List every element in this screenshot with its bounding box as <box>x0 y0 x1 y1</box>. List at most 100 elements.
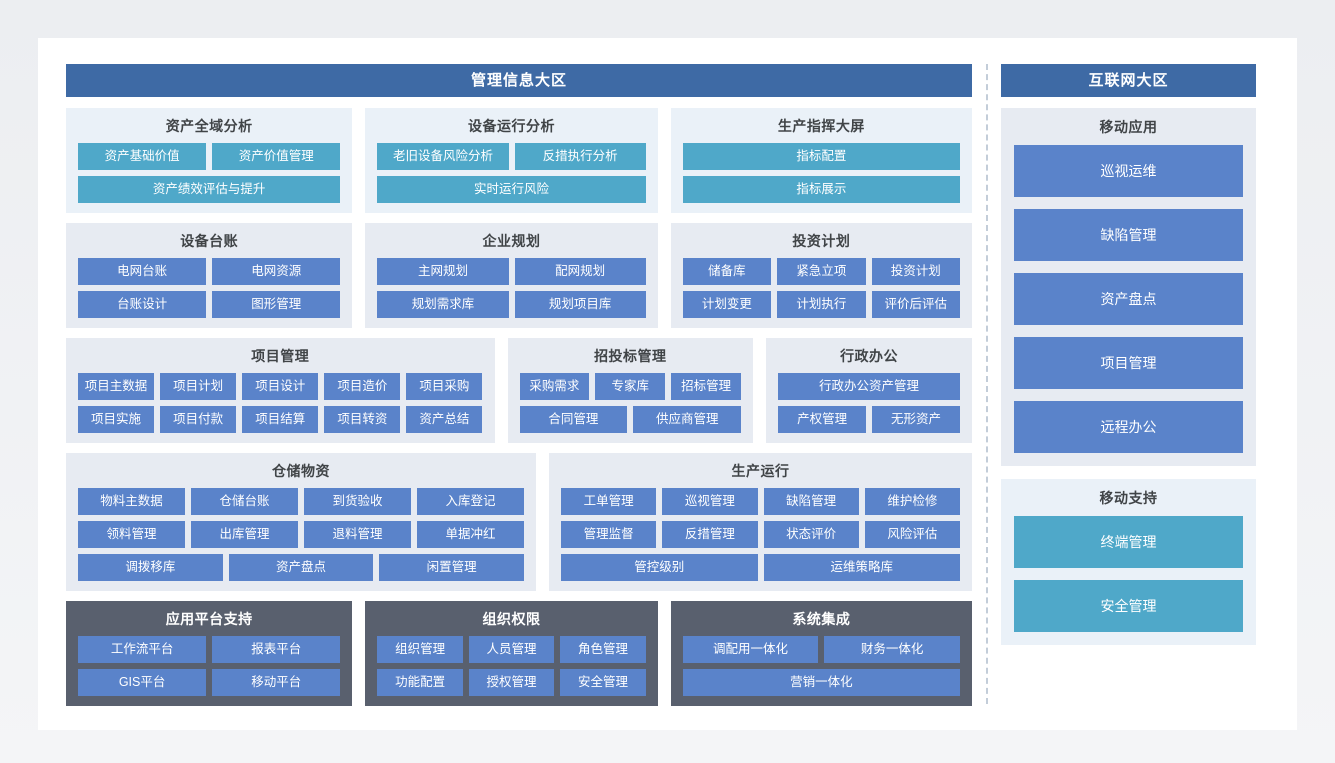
module-tile-gfxkhl3ioj[interactable]: 储备库 <box>682 258 772 285</box>
module-tile-ggkwrvqrlqrkx[interactable]: 台账设计 <box>78 291 207 318</box>
module-tile-gg6yiojof5mx2[interactable]: 出库管理 <box>191 521 298 548</box>
tile-row: 电网台账电网资源 <box>78 258 341 285</box>
module-tile-ggjxjoqjfrqx8g7akgg[interactable]: 反措执行分析 <box>514 143 646 170</box>
module-tile-gpa9k4nrlqhl3u6mtplg7akgg[interactable]: 老旧设备风险分析 <box>377 143 509 170</box>
module-tile-gfjugnsof5mx2[interactable]: 人员管理 <box>468 636 555 663</box>
module-tile-gu49nhqrkxg7m[interactable]: 项目计划 <box>160 373 237 400</box>
module-tile-gk4giuarwkfjb[interactable]: 无形资产 <box>872 406 960 433</box>
tile-row: 资产基础价值资产价值管理 <box>78 143 341 170</box>
module-tile-gjnskebof5mx2[interactable]: 授权管理 <box>468 669 555 696</box>
module-tile-grnnsp9n54feofo3geu[interactable]: 调配用一体化 <box>682 636 819 663</box>
tile-grid: 资产基础价值资产价值管理资产绩效评估与提升 <box>78 143 341 203</box>
module-tile-gu49nhqsgwflj[interactable]: 项目造价 <box>324 373 401 400</box>
module-tile-gi2xg2wof5mx2[interactable]: 安全管理 <box>1014 580 1243 632</box>
group-panel-gu49nhqof5mx2: 项目管理项目主数据项目计划项目设计项目造价项目采购项目实施项目付款项目结算项目转… <box>66 338 495 443</box>
tile-row: 管理监督反措管理状态评价风险评估 <box>561 521 960 548</box>
module-tile-gopzizpo97u49[interactable]: 紧急立项 <box>777 258 866 285</box>
module-tile-ggbjph9sp9p66[interactable]: 功能配置 <box>377 669 463 696</box>
module-tile-gjh1rwkrkxg7m[interactable]: 投资计划 <box>871 258 960 285</box>
module-tile-grvmgblfeofo3geu[interactable]: 财务一体化 <box>824 636 960 663</box>
module-tile-gfq3iokgueof5mx2[interactable]: 供应商管理 <box>633 406 742 433</box>
module-tile-gu49nhqssnrvx[interactable]: 项目采购 <box>406 373 483 400</box>
module-tile-grkxg7mjfrqx8[interactable]: 计划执行 <box>777 291 866 318</box>
group-title: 设备台账 <box>180 233 239 249</box>
module-tile-gn5hp5dgkwrvq[interactable]: 电网台账 <box>78 258 207 285</box>
module-tile-gg8grvruj0jzq[interactable]: 到货验收 <box>304 488 411 515</box>
tile-row: 管控级别运维策略库 <box>561 554 960 581</box>
module-tile-g1z212binngkw[interactable]: GIS平台 <box>78 669 207 696</box>
module-tile-gjizkjrof5mx2[interactable]: 招标管理 <box>671 373 742 400</box>
module-tile-gg2tiojnejrlc[interactable]: 入库登记 <box>417 488 524 515</box>
module-tile-gggljn2g4yp0i[interactable]: 单据冲红 <box>417 521 524 548</box>
module-tile-gu49nhqi3ik3h[interactable]: 项目实施 <box>78 406 155 433</box>
module-tile-grwkfjbfljfukof5mx2[interactable]: 资产价值管理 <box>212 143 341 170</box>
module-tile-gq3ptfkfeofo3geu[interactable]: 营销一体化 <box>682 669 960 696</box>
group-row: 仓储物资物料主数据仓储台账到货验收入库登记领料管理出库管理退料管理单据冲红调拨移… <box>66 453 972 591</box>
group-panel-gn4vfjbseoqx8: 生产运行工单管理巡视管理缺陷管理维护检修管理监督反措管理状态评价风险评估管控级别… <box>549 453 972 591</box>
module-tile-gff7i46ioj[interactable]: 专家库 <box>595 373 666 400</box>
module-tile-gfgbp5dr7og7m[interactable]: 主网规划 <box>377 258 509 285</box>
module-tile-gr82prmof5mx2[interactable]: 角色管理 <box>560 636 646 663</box>
module-tile-go3fgbsinngkw[interactable]: 移动平台 <box>212 669 341 696</box>
module-tile-grlwfljglqrlwfn4[interactable]: 评价后评估 <box>871 291 960 318</box>
module-tile-gqx8jzzgbig30rwkfjbof5mx2[interactable]: 行政办公资产管理 <box>778 373 960 400</box>
module-tile-gfkjfxkgkwrvq[interactable]: 仓储台账 <box>191 488 298 515</box>
panel-spacer <box>1001 466 1256 479</box>
module-tile-gp2sjhgkowfse[interactable]: 维护检修 <box>864 488 960 515</box>
module-tile-gsg0k2hof5mx2[interactable]: 退料管理 <box>304 521 411 548</box>
module-tile-gijlr7qof5mx2[interactable]: 巡视管理 <box>662 488 758 515</box>
module-tile-gp1gp1jof5mx2[interactable]: 组织管理 <box>377 636 463 663</box>
group-panel-gjh1rwkrkxg7m: 投资计划储备库紧急立项投资计划计划变更计划执行评价后评估 <box>670 223 972 328</box>
module-tile-ggjxjoqof5mx2[interactable]: 反措管理 <box>662 521 758 548</box>
module-tile-gssnrvxttsldu[interactable]: 采购需求 <box>519 373 590 400</box>
tile-row: 调拨移库资产盘点闲置管理 <box>78 554 525 581</box>
module-tile-grkxg7mgk8kc4[interactable]: 计划变更 <box>682 291 772 318</box>
module-tile-gjk7kjri8lny2[interactable]: 指标展示 <box>682 176 960 203</box>
module-tile-gof5jonp0ng8b[interactable]: 管控级别 <box>561 554 758 581</box>
module-tile-grwkfjbnh4m9l[interactable]: 资产盘点 <box>228 554 374 581</box>
module-tile-gmnqiyprlwflj[interactable]: 状态评价 <box>763 521 859 548</box>
module-tile-gjk7kjrsp9p66[interactable]: 指标配置 <box>682 143 960 170</box>
module-tile-gu49nhqp1voev[interactable]: 项目结算 <box>242 406 319 433</box>
module-tile-gijpgglof5mx2[interactable]: 工单管理 <box>561 488 657 515</box>
module-tile-gof5mx2ngxnkz[interactable]: 管理监督 <box>561 521 657 548</box>
module-tile-grwkfjbnh4m9l[interactable]: 资产盘点 <box>1014 273 1243 325</box>
module-tile-grwkfjbhdmnr4fljfuk[interactable]: 资产基础价值 <box>78 143 207 170</box>
module-tile-gu4mk2hof5mx2[interactable]: 领料管理 <box>78 521 185 548</box>
tile-row: 项目主数据项目计划项目设计项目造价项目采购 <box>78 373 483 400</box>
module-tile-gijpfoclkxinngkw[interactable]: 工作流平台 <box>78 636 207 663</box>
module-tile-gr7og7mttslduioj[interactable]: 规划需求库 <box>377 291 509 318</box>
module-tile-gu49nhqsbwrwk[interactable]: 项目转资 <box>324 406 401 433</box>
module-tile-gu49nhqrlqrkx[interactable]: 项目设计 <box>242 373 319 400</box>
module-tile-gp4qtpzof5mx2[interactable]: 缺陷管理 <box>763 488 859 515</box>
module-tile-gi3ik52seoqx8u6mtpl[interactable]: 实时运行风险 <box>377 176 646 203</box>
module-tile-gtmap66of5mx2[interactable]: 闲置管理 <box>379 554 525 581</box>
module-tile-gu6mtplrlwfn4[interactable]: 风险评估 <box>864 521 960 548</box>
module-tile-gmllk2hfgbk1cjn2[interactable]: 物料主数据 <box>78 488 185 515</box>
module-tile-grnnjjco3fioj[interactable]: 调拨移库 <box>78 554 223 581</box>
module-tile-gu49nhqof5mx2[interactable]: 项目管理 <box>1014 337 1243 389</box>
module-tile-gijlr7qseop2s[interactable]: 巡视运维 <box>1014 145 1243 197</box>
module-tile-grwkfjbp2hk08rlwfn4ff2jpsgg7[interactable]: 资产绩效评估与提升 <box>78 176 341 203</box>
tile-row: 主网规划配网规划 <box>377 258 646 285</box>
tile-grid: 老旧设备风险分析反措执行分析实时运行风险 <box>377 143 646 203</box>
module-tile-gp1koa7of5mx2[interactable]: 终端管理 <box>1014 516 1243 568</box>
module-tile-gjhhqy0inngkw[interactable]: 报表平台 <box>212 636 341 663</box>
group-title: 组织权限 <box>482 611 541 627</box>
group-title: 行政办公 <box>840 348 899 364</box>
module-tile-gp4qtpzof5mx2[interactable]: 缺陷管理 <box>1014 209 1243 261</box>
module-tile-gn5hp5drwklu8[interactable]: 电网资源 <box>212 258 341 285</box>
module-tile-gglkgloof5mx2[interactable]: 合同管理 <box>519 406 628 433</box>
module-tile-gfjbkebof5mx2[interactable]: 产权管理 <box>778 406 867 433</box>
module-tile-gi2xg2wof5mx2[interactable]: 安全管理 <box>560 669 646 696</box>
module-tile-gsp9p5dr7og7m[interactable]: 配网规划 <box>514 258 646 285</box>
module-tile-gseop2sod2n6tioj[interactable]: 运维策略库 <box>763 554 960 581</box>
module-tile-gsf0o3vgbig30[interactable]: 远程办公 <box>1014 401 1243 453</box>
module-tile-grwkfjbj0bp1v[interactable]: 资产总结 <box>406 406 483 433</box>
internet-zone-groups: 移动应用巡视运维缺陷管理资产盘点项目管理远程办公移动支持终端管理安全管理 <box>1001 108 1256 645</box>
module-tile-gu49nhqfgbk1cjn2[interactable]: 项目主数据 <box>78 373 155 400</box>
module-tile-gh6miuaof5mx2[interactable]: 图形管理 <box>212 291 341 318</box>
module-tile-gr7og7mu49nhqioj[interactable]: 规划项目库 <box>514 291 646 318</box>
module-tile-gu49nhqfkol6m[interactable]: 项目付款 <box>160 406 237 433</box>
